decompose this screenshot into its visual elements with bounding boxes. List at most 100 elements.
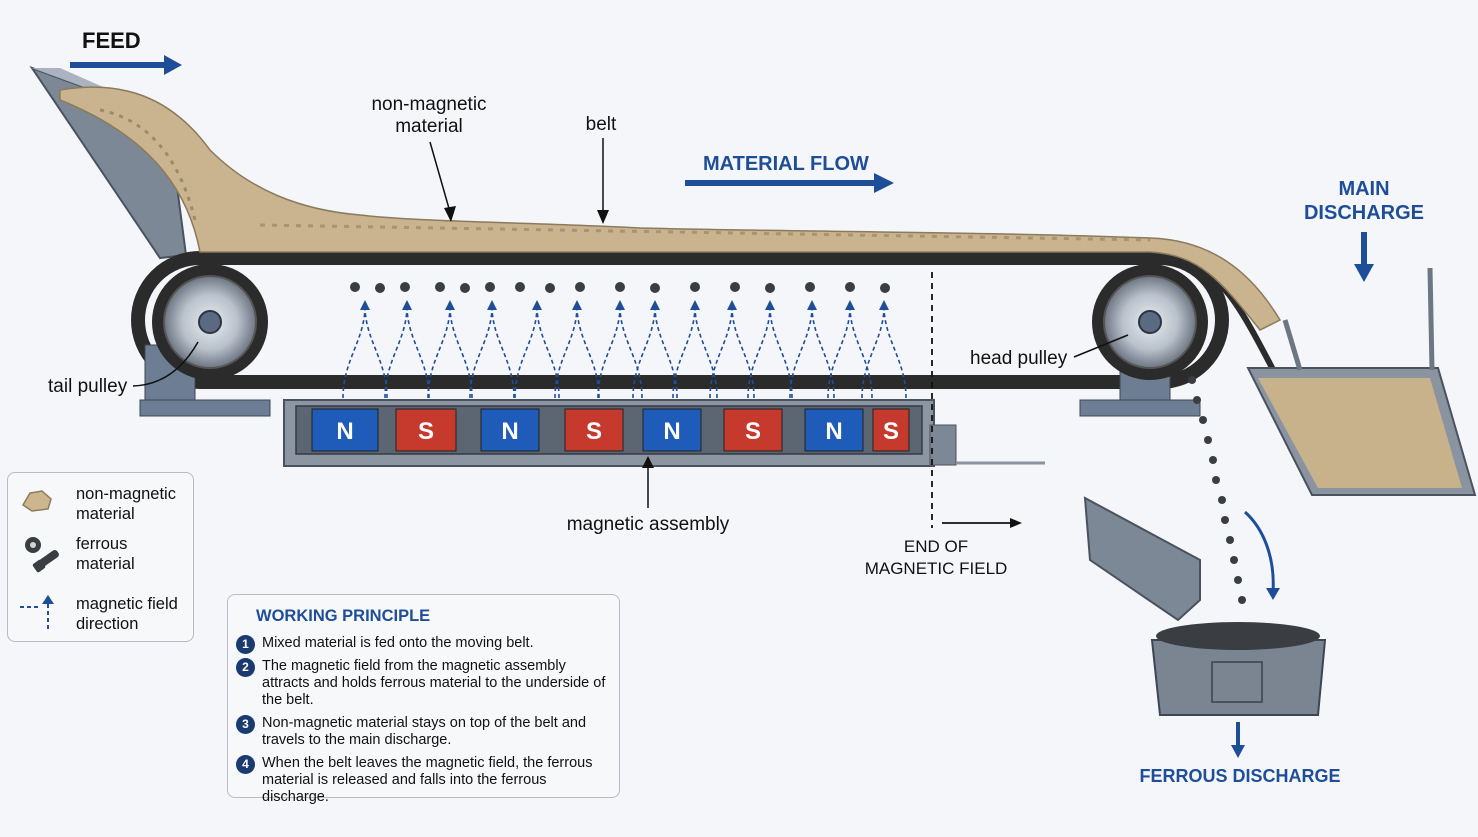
field-line [883,305,907,399]
field-line [514,305,538,399]
principle-step: 3 Non-magnetic material stays on top of … [236,715,616,749]
tail-pulley-label: tail pulley [48,376,128,397]
non-magnetic-pointer [429,141,451,213]
legend-field-line2: direction [76,615,139,633]
field-line [632,305,656,399]
pole-label: S [586,418,602,445]
non-magnetic-material-pile [59,86,1282,331]
ferrous-discharge-label: FERROUS DISCHARGE [1139,766,1340,786]
feed-label: FEED [82,28,141,53]
step-number-badge: 3 [236,715,255,734]
field-line [849,305,873,399]
step-text: Mixed material is fed onto the moving be… [262,635,534,651]
end-of-field-label-line1: END OF [904,537,968,556]
field-line [672,305,696,399]
legend-ferrous-line1: ferrous [76,535,128,553]
field-arrowhead [572,300,582,310]
field-arrowhead [727,300,737,310]
pole-label: S [745,418,761,445]
field-line [769,305,793,399]
legend: non-magnetic material ferrous material m… [7,472,194,642]
field-arrowhead [360,300,370,310]
field-line [449,305,473,399]
field-line [491,305,515,399]
step-text: When the belt leaves the magnetic field,… [262,755,593,805]
pole-label: S [418,418,434,445]
field-arrowhead [807,300,817,310]
field-line [709,305,733,399]
field-line [731,305,755,399]
ferrous-discharge-bin [1150,622,1327,716]
nugget-icon [21,490,52,512]
field-line [811,305,835,399]
working-principle-box: WORKING PRINCIPLE 1 Mixed material is fe… [227,594,620,805]
principle-title: WORKING PRINCIPLE [256,607,431,625]
field-arrowhead [650,300,660,310]
main-discharge-bin [1246,267,1477,496]
fall-direction-arrow [1243,510,1275,593]
legend-non-magnetic-line2: material [76,505,135,523]
magnetic-assembly-label: magnetic assembly [567,514,730,535]
head-pulley [1079,264,1208,417]
field-arrowhead [402,300,412,310]
field-line [554,305,578,399]
field-line [694,305,718,399]
field-arrowhead [615,300,625,310]
field-line [576,305,600,399]
field-arrowhead [690,300,700,310]
field-arrowhead [445,300,455,310]
magnetic-field-arrows [342,300,907,399]
field-line [427,305,451,399]
north-pole [311,408,379,452]
step-number-badge: 2 [236,658,255,677]
field-line [654,305,678,399]
principle-step: 1 Mixed material is fed onto the moving … [236,635,616,654]
field-line [469,305,493,399]
pole-label: S [883,418,899,445]
non-magnetic-label-line1: non-magnetic [371,94,486,115]
field-arrowhead [765,300,775,310]
field-arrowhead [879,300,889,310]
non-magnetic-label-line2: material [395,116,463,137]
south-pole [872,408,910,452]
pole-label: N [825,418,842,445]
field-line [384,305,408,399]
belt-label: belt [586,114,617,135]
north-pole [642,408,702,452]
head-pulley-pointer [1073,334,1129,358]
pole-label: N [663,418,680,445]
field-arrowhead [845,300,855,310]
step-text: The magnetic field from the magnetic ass… [262,658,606,708]
field-line [861,305,885,399]
step-number-badge: 1 [236,635,255,654]
head-pulley-label: head pulley [970,348,1068,369]
north-pole [480,408,540,452]
north-pole [804,408,864,452]
principle-step: 4 When the belt leaves the magnetic fiel… [236,755,616,806]
field-line [536,305,560,399]
main-discharge-label-line2: DISCHARGE [1304,202,1424,224]
step-number-badge: 4 [236,755,255,774]
pole-label: N [336,418,353,445]
ferrous-chute [1083,496,1201,622]
field-arrowhead [487,300,497,310]
south-pole [723,408,783,452]
ferrous-particles-held [350,282,890,293]
material-flow-label: MATERIAL FLOW [703,153,869,175]
legend-ferrous-line2: material [76,555,135,573]
legend-non-magnetic-line1: non-magnetic [76,485,176,503]
legend-field-line1: magnetic field [76,595,178,613]
field-arrow-icon [20,595,54,629]
principle-step: 2 The magnetic field from the magnetic a… [236,658,616,709]
field-line [342,305,366,399]
field-arrowhead [532,300,542,310]
field-line [827,305,851,399]
field-line [406,305,430,399]
south-pole [564,408,624,452]
field-line [597,305,621,399]
tail-pulley-pointer [132,341,199,387]
step-text: Non-magnetic material stays on top of th… [262,715,587,748]
field-line [364,305,388,399]
tail-pulley [139,264,271,417]
